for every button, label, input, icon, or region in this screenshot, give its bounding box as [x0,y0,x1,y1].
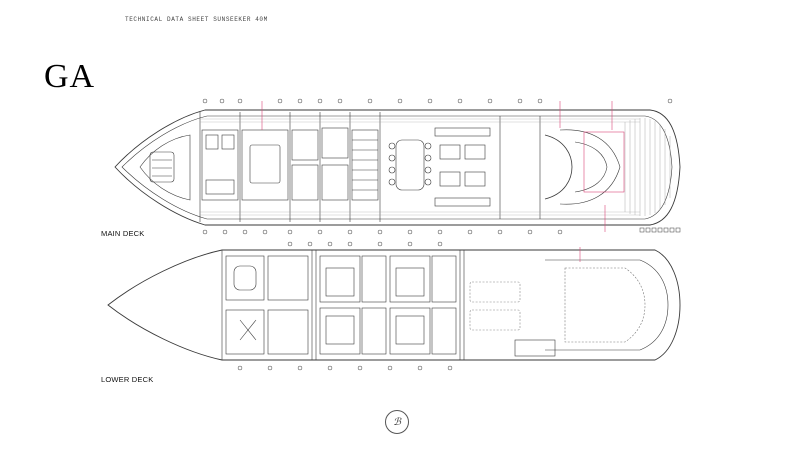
main-deck-plan [114,109,681,226]
aft-cockpit-seating [544,134,573,200]
saloon-sofas [434,127,491,207]
lower-deck-plan [107,249,681,361]
tender-garage [545,259,669,351]
section-title: GA [44,58,96,95]
lower-deck-hull-outline [107,249,681,361]
foredeck-seating [139,134,191,201]
main-deck-annotations [261,101,625,232]
guest-cabins [319,255,457,355]
main-deck-callouts [202,98,673,235]
lower-deck-callouts [237,241,453,371]
main-deck-inner-outline [121,115,673,220]
dining-table [388,139,432,191]
galley [201,129,239,201]
lower-deck-label: LOWER DECK [101,375,154,384]
brand-logo: ℬ [385,410,409,434]
crew-quarters [225,255,309,355]
owner-cabin [241,129,289,201]
sheet-header: TECHNICAL DATA SHEET SUNSEEKER 40M [125,16,268,23]
swim-platform [624,118,671,216]
main-staircase [351,129,379,201]
engine-room [469,281,521,331]
main-deck-label: MAIN DECK [101,229,145,238]
main-deck-hull-outline [114,109,681,226]
scale-marks [639,227,681,233]
